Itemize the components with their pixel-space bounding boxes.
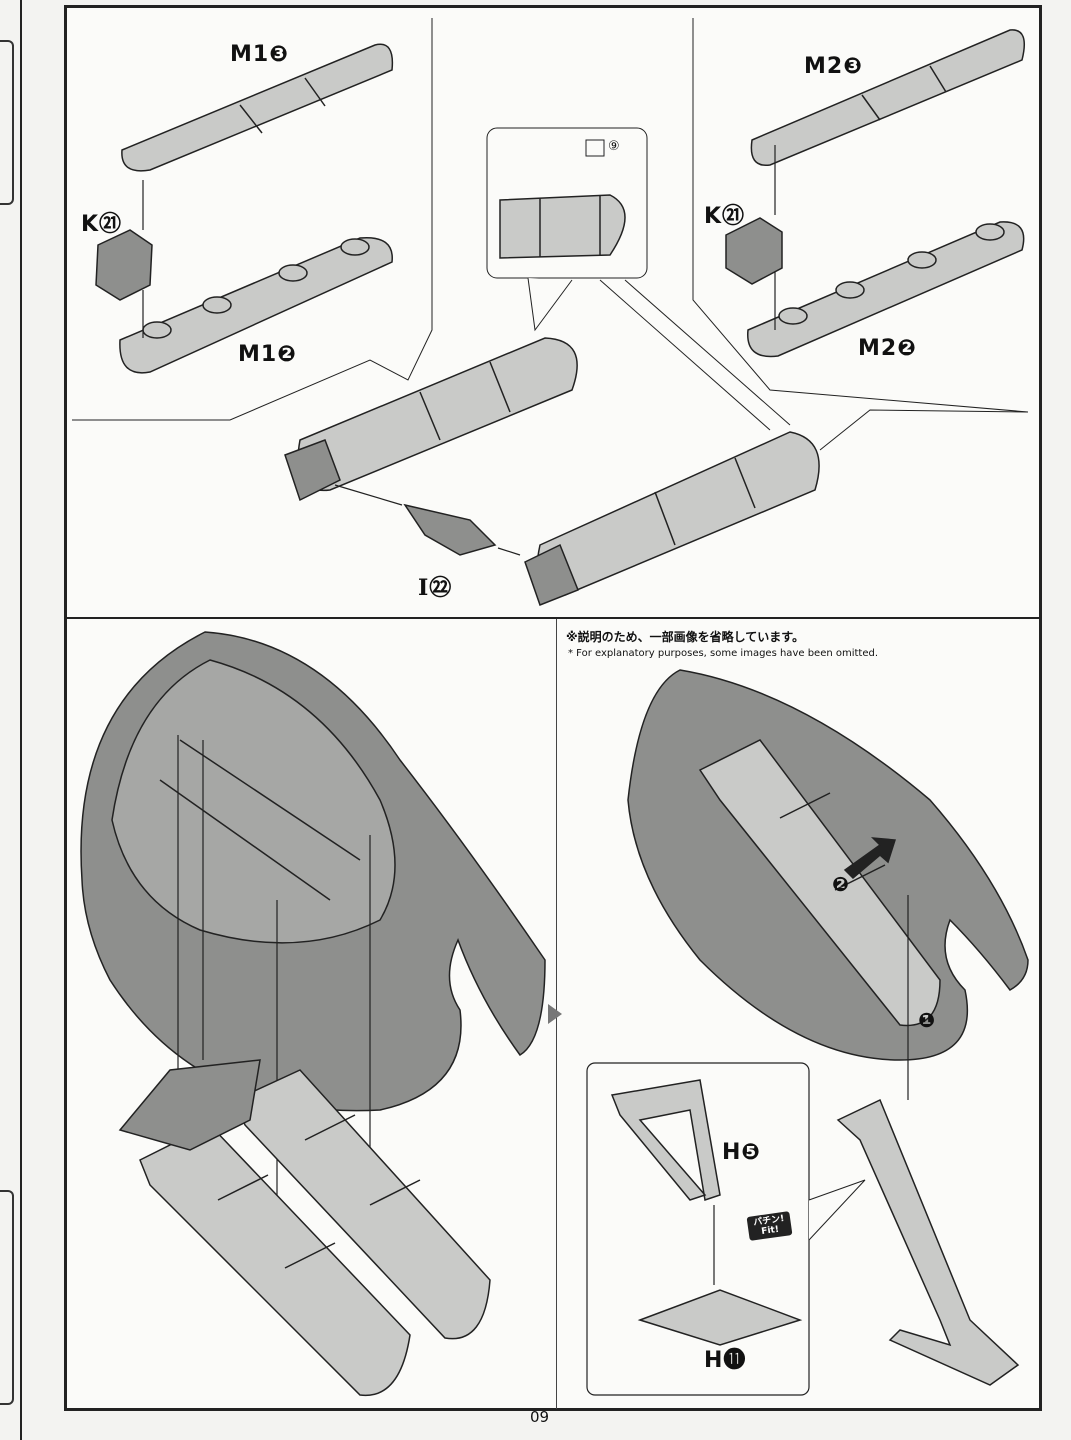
next-step-arrow-icon [548,1004,562,1024]
part-label-m1-2: M1❷ [238,342,297,367]
page-number: 09 [530,1408,550,1426]
adjacent-page-box-top [0,40,14,205]
adjacent-page-box-bottom [0,1190,14,1405]
part-label-h5: H❺ [722,1140,762,1165]
part-label-k21-left: K㉑ [81,212,123,237]
part-label-m1-3: M1❸ [230,42,289,67]
part-label-h11: H⓫ [704,1348,747,1373]
part-label-9: ⑨ [608,139,621,154]
adjacent-page-edge [0,0,22,1440]
step-marker-2: ❷ [832,872,850,896]
part-label-k21-right: K㉑ [704,204,746,229]
part-label-m2-3: M2❸ [804,54,863,79]
omission-note-english: * For explanatory purposes, some images … [568,648,879,659]
part-label-m2-2: M2❷ [858,336,917,361]
section-divider [64,617,1042,619]
omission-note-japanese: ※説明のため、一部画像を省略しています。 [566,630,805,644]
step-marker-1: ❶ [918,1008,936,1032]
part-label-i22: I㉒ [418,575,453,601]
